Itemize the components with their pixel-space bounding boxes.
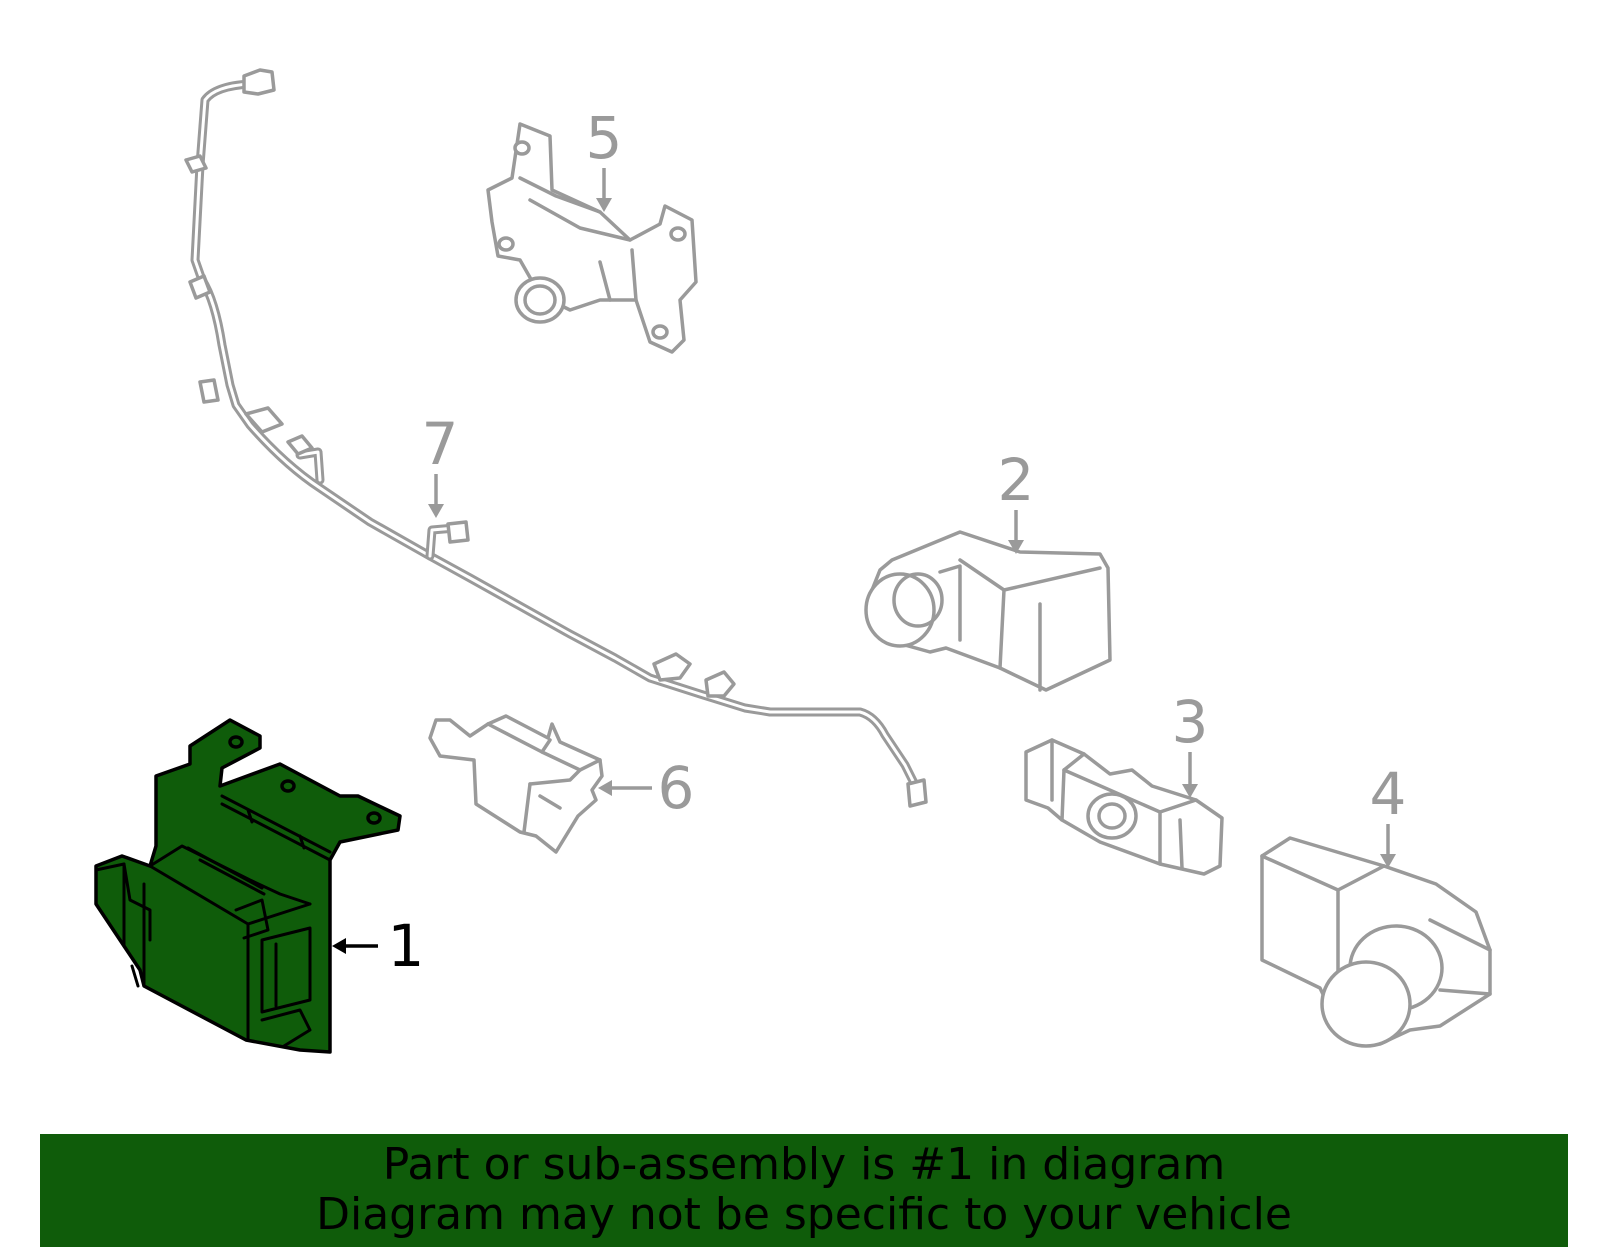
callout-label-2: 2 xyxy=(998,446,1035,514)
callout-label-6: 6 xyxy=(658,754,695,822)
callout-2: 2 xyxy=(998,446,1035,554)
callout-label-5: 5 xyxy=(586,104,623,172)
info-banner: Part or sub-assembly is #1 in diagram Di… xyxy=(40,1134,1568,1247)
part-5-camera-bracket[interactable] xyxy=(486,122,698,354)
callout-6: 6 xyxy=(598,754,694,822)
callout-1: 1 xyxy=(332,912,424,980)
part-6-bracket[interactable] xyxy=(428,714,604,854)
callout-3: 3 xyxy=(1172,688,1209,798)
callout-label-3: 3 xyxy=(1172,688,1209,756)
callout-label-4: 4 xyxy=(1370,760,1407,828)
part-4-ultrasonic-sensor[interactable] xyxy=(1260,836,1492,1048)
banner-line-2: Diagram may not be specific to your vehi… xyxy=(316,1189,1292,1240)
part-3-sensor-holder[interactable] xyxy=(1024,738,1224,876)
callout-7: 7 xyxy=(422,410,459,518)
callout-4: 4 xyxy=(1370,760,1407,868)
part-7-wiring-harness[interactable] xyxy=(184,68,928,808)
callout-label-7: 7 xyxy=(422,410,459,478)
callout-5: 5 xyxy=(586,104,623,212)
callout-label-1: 1 xyxy=(388,912,425,980)
banner-line-1: Part or sub-assembly is #1 in diagram xyxy=(382,1139,1226,1190)
part-1-control-module[interactable] xyxy=(94,718,402,1054)
part-2-parking-sensor[interactable] xyxy=(864,530,1112,692)
